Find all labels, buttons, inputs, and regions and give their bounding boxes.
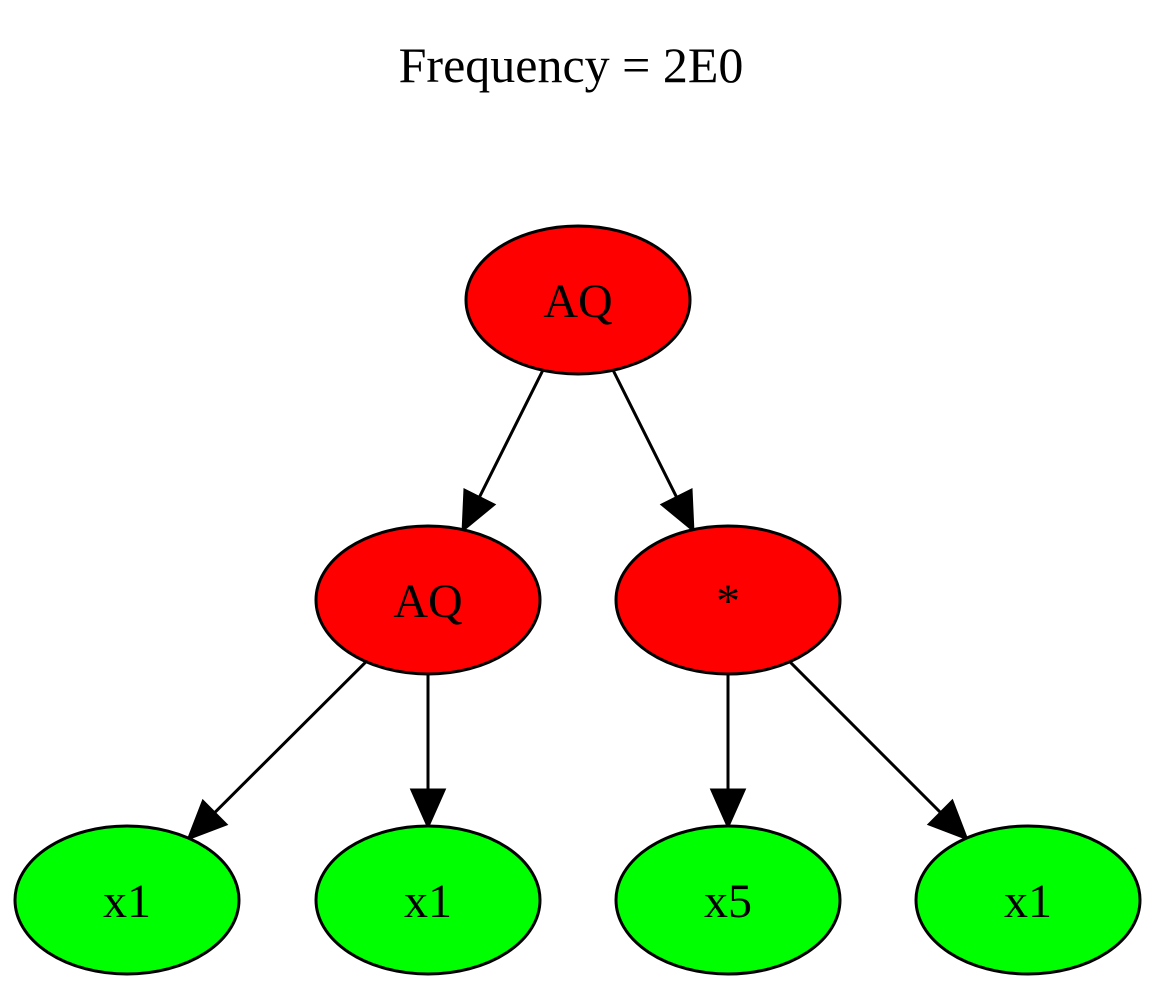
edge-n1-n3 (186, 660, 368, 841)
arrowhead-icon (186, 798, 229, 841)
node-terminal-n4: x1 (314, 824, 542, 976)
node-label: x1 (103, 875, 151, 928)
node-terminal-n6: x1 (914, 824, 1142, 976)
node-label: x1 (1004, 875, 1052, 928)
nodes-layer: AQ AQ * x1 x1 x5 x1 (13, 224, 1142, 976)
edge-n2-n5 (709, 674, 747, 830)
edge-n0-n1 (461, 369, 545, 534)
arrowhead-icon (409, 788, 447, 830)
edge-line (477, 369, 545, 499)
arrowhead-icon (659, 488, 695, 534)
node-terminal-n3: x1 (13, 824, 241, 976)
node-terminal-n5: x5 (614, 824, 842, 976)
node-label: x5 (704, 875, 752, 928)
edge-line (611, 369, 679, 499)
node-ellipse (314, 524, 542, 676)
edge-n0-n2 (611, 369, 695, 534)
node-ellipse (614, 524, 842, 676)
node-label: AQ (393, 575, 462, 628)
arrowhead-icon (461, 488, 497, 534)
edge-n2-n6 (788, 660, 969, 841)
arrowhead-icon (926, 798, 969, 841)
node-ellipse (314, 824, 542, 976)
edges-layer (186, 369, 969, 841)
node-ellipse (614, 824, 842, 976)
node-operator-n1: AQ (314, 524, 542, 676)
arrowhead-icon (709, 788, 747, 830)
node-operator-n2: * (614, 524, 842, 676)
edge-line (213, 660, 368, 814)
node-operator-n0: AQ (464, 224, 692, 376)
node-label: * (716, 575, 740, 628)
node-label: x1 (404, 875, 452, 928)
edge-line (788, 660, 942, 814)
edge-n1-n4 (409, 674, 447, 830)
node-label: AQ (543, 275, 612, 328)
node-ellipse (914, 824, 1142, 976)
node-ellipse (464, 224, 692, 376)
node-ellipse (13, 824, 241, 976)
diagram-title: Frequency = 2E0 (399, 37, 744, 93)
